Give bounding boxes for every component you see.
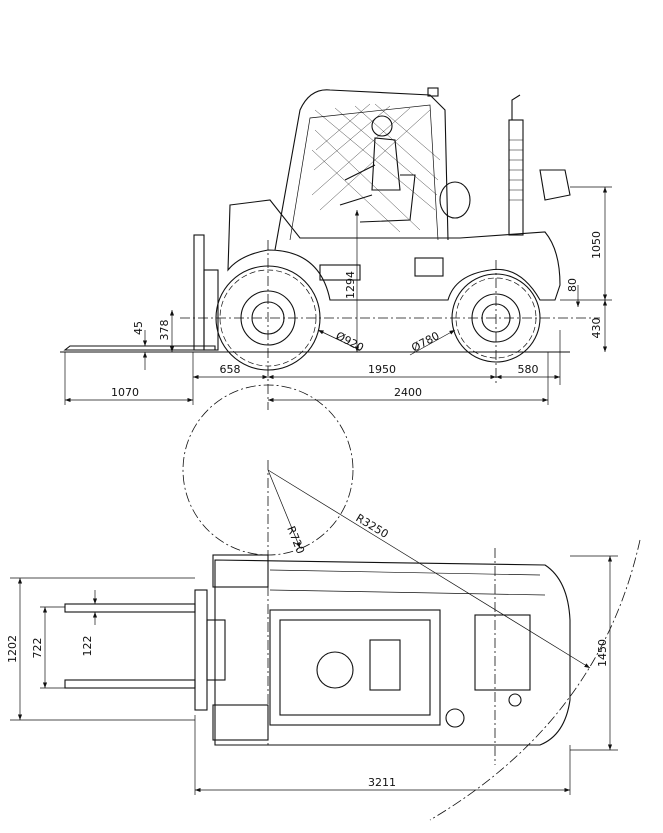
dim-2400: 2400 bbox=[394, 386, 422, 399]
forks-side bbox=[63, 234, 219, 351]
dim-1202: 1202 bbox=[6, 635, 19, 663]
dim-r720: R720 bbox=[284, 524, 307, 555]
operator-figure bbox=[339, 115, 416, 223]
side-view: 1050 80 430 1294 45 378 Ø920 Ø780 658 19… bbox=[60, 87, 612, 410]
cab-frame bbox=[274, 87, 449, 251]
dim-80: 80 bbox=[566, 278, 579, 292]
outer-turning-arc bbox=[429, 539, 641, 821]
dim-front-tire: Ø920 bbox=[334, 329, 366, 354]
dim-1950: 1950 bbox=[368, 363, 396, 376]
dim-45: 45 bbox=[132, 321, 145, 335]
dim-1050: 1050 bbox=[590, 231, 603, 259]
dim-3211: 3211 bbox=[368, 776, 396, 789]
chassis-top bbox=[194, 554, 571, 746]
dim-1450: 1450 bbox=[596, 639, 609, 667]
dim-658: 658 bbox=[220, 363, 241, 376]
dim-rear-tire: Ø780 bbox=[409, 329, 441, 354]
dim-430: 430 bbox=[590, 318, 603, 339]
exhaust-pipe bbox=[508, 94, 524, 236]
dim-722: 722 bbox=[31, 638, 44, 659]
dim-580: 580 bbox=[518, 363, 539, 376]
dim-378: 378 bbox=[158, 320, 171, 341]
dim-122: 122 bbox=[81, 636, 94, 657]
forks-top bbox=[64, 603, 196, 689]
top-view: R720 R3250 1202 722 122 1450 3211 bbox=[6, 384, 641, 821]
dim-1070: 1070 bbox=[111, 386, 139, 399]
dim-1294: 1294 bbox=[344, 271, 357, 299]
chassis-body bbox=[227, 169, 571, 301]
